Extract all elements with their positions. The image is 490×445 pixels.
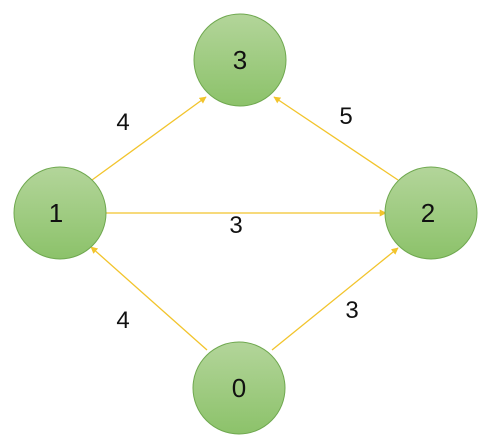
edge-0-to-2 xyxy=(271,247,399,351)
edge-2-to-3 xyxy=(273,96,399,181)
node-2-label: 2 xyxy=(421,198,435,228)
node-3: 3 xyxy=(193,13,287,107)
node-1: 1 xyxy=(13,166,107,260)
edge-weight-2-3: 5 xyxy=(339,103,352,130)
edge-0-to-1 xyxy=(90,246,208,351)
edge-1-to-3 xyxy=(91,96,207,181)
edge-weight-1-2: 3 xyxy=(229,212,242,239)
edge-weight-1-3: 4 xyxy=(116,109,129,136)
node-2: 2 xyxy=(384,166,478,260)
edge-weights: 4 5 3 4 3 xyxy=(116,103,358,334)
node-3-label: 3 xyxy=(233,45,247,75)
edge-weight-0-1: 4 xyxy=(116,307,129,334)
node-1-label: 1 xyxy=(49,198,63,228)
node-0-label: 0 xyxy=(232,373,246,403)
edge-weight-0-2: 3 xyxy=(345,297,358,324)
edges xyxy=(90,96,399,351)
nodes: 3 1 2 0 xyxy=(13,13,478,435)
node-0: 0 xyxy=(192,341,286,435)
